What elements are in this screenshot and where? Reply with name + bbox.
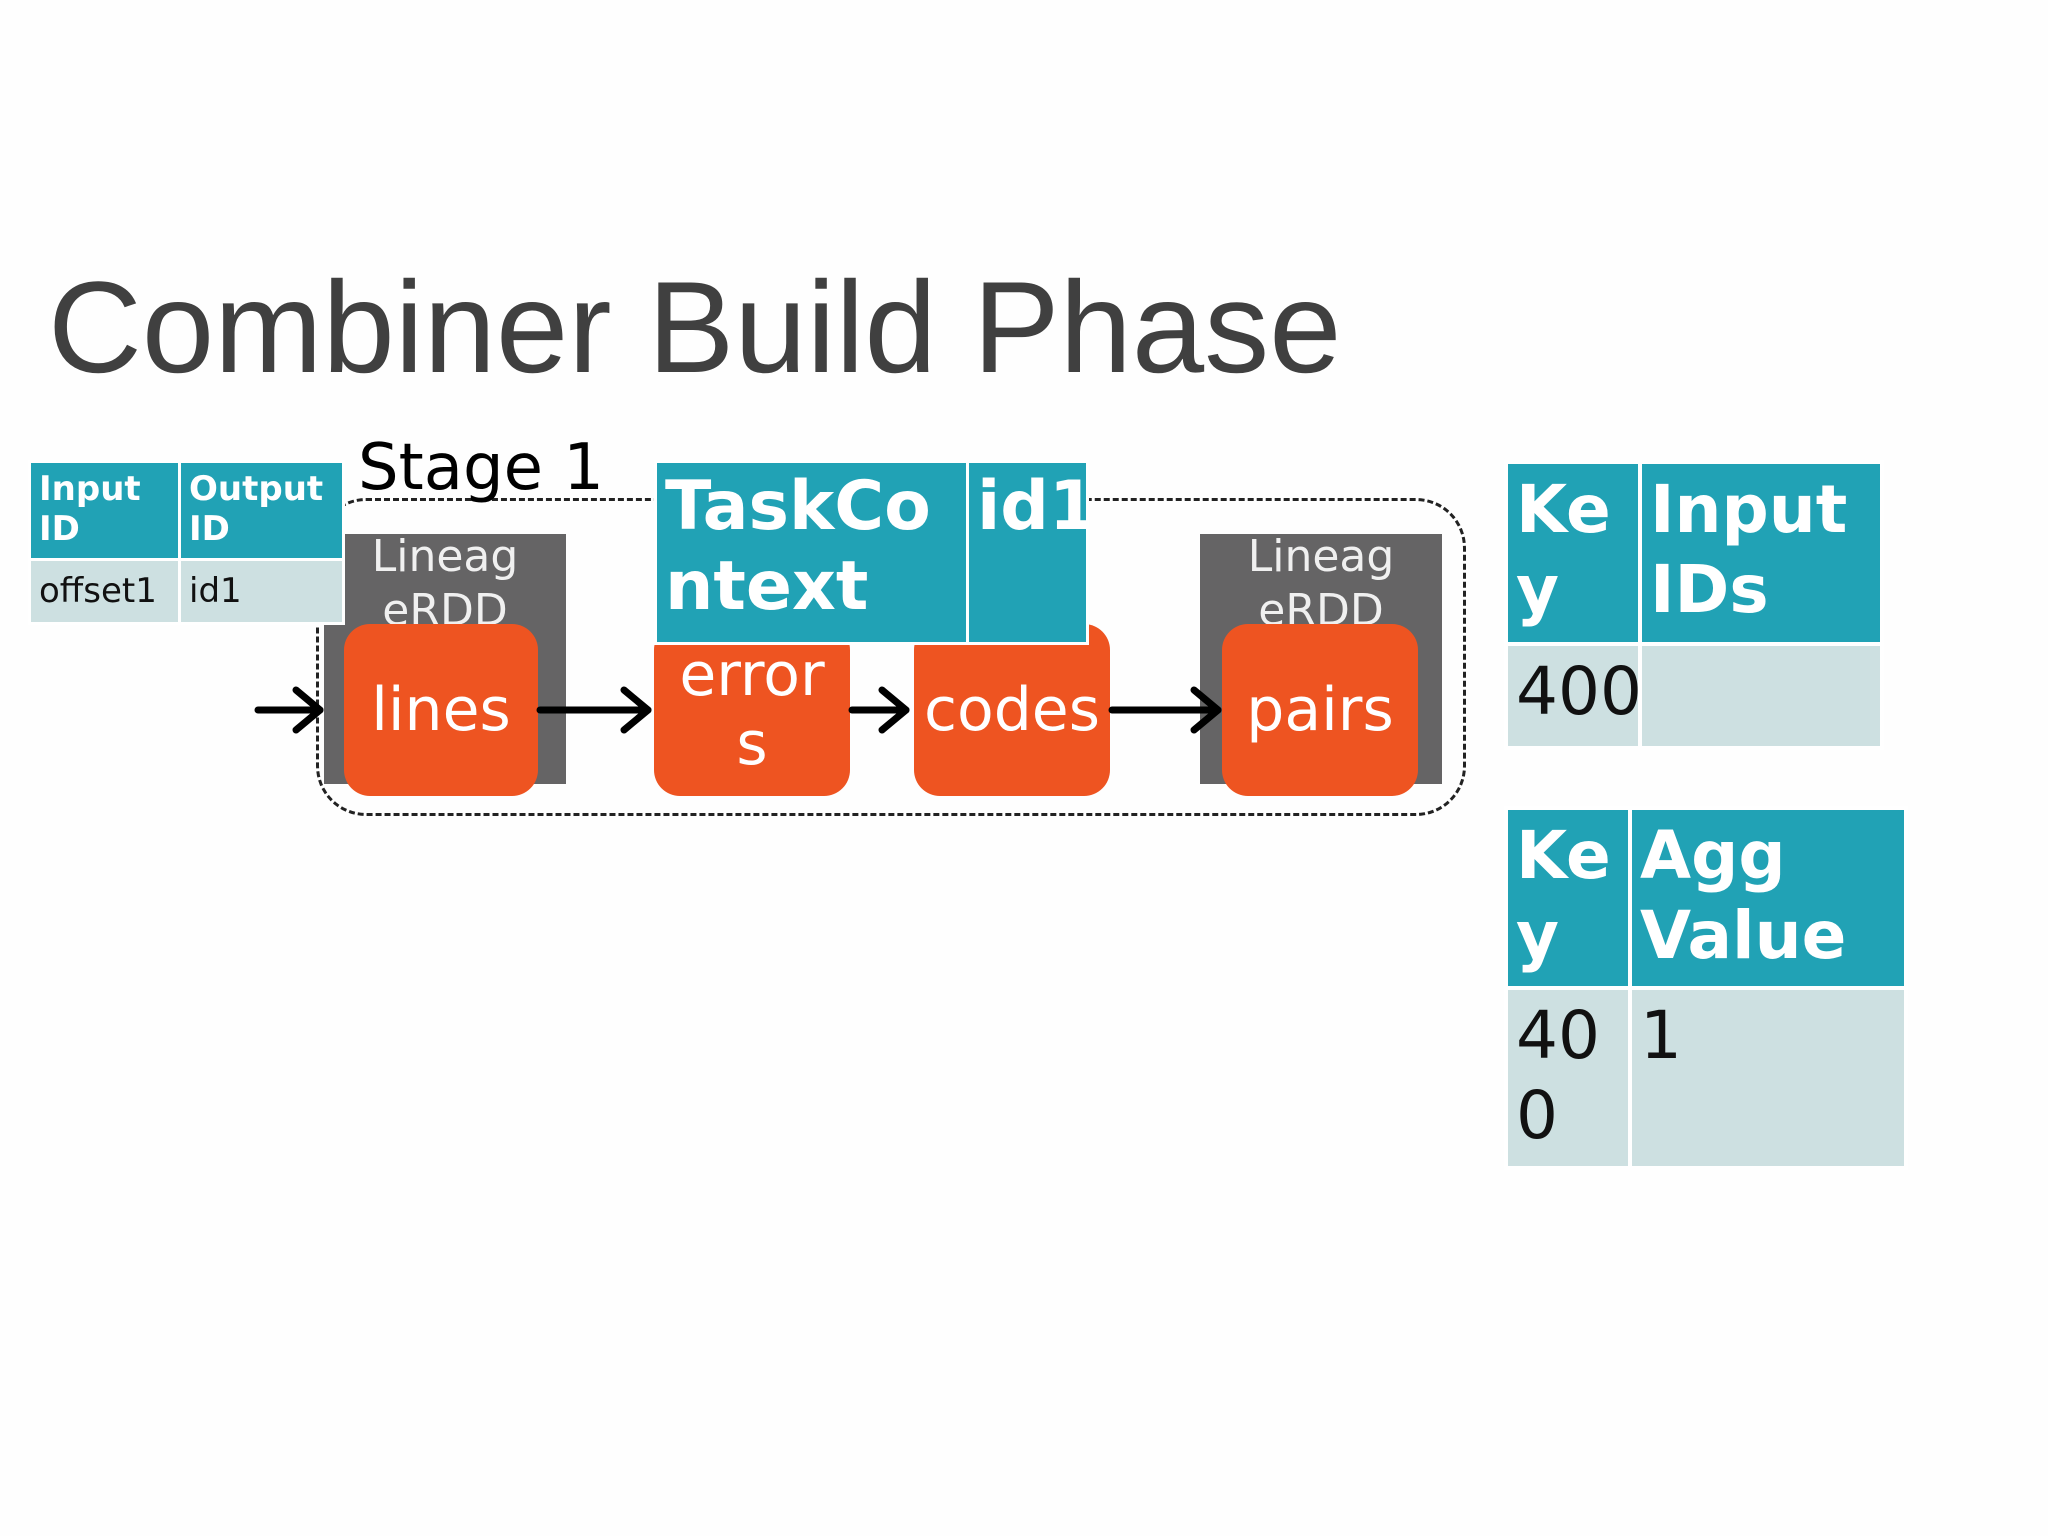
arrow-errors-to-codes bbox=[848, 686, 910, 734]
header-agg-value: Agg Value bbox=[1628, 806, 1908, 990]
cell-output-id: id1 bbox=[178, 558, 345, 625]
cell-input-id: offset1 bbox=[28, 558, 181, 625]
table-header-row: Key Input IDs bbox=[1504, 460, 1884, 646]
table-row: 400 bbox=[1504, 642, 1884, 750]
arrow-input bbox=[254, 686, 324, 734]
table-header-row: Input ID Output ID bbox=[28, 460, 345, 561]
header-input-id: Input ID bbox=[28, 460, 181, 561]
arrow-codes-to-pairs bbox=[1108, 686, 1222, 734]
rdd-pairs-label: pairs bbox=[1246, 674, 1394, 745]
key-agg-value-table: Key Agg Value 400 1 bbox=[1504, 806, 1908, 1170]
arrow-lines-to-errors bbox=[536, 686, 652, 734]
header-key: Key bbox=[1504, 806, 1632, 990]
rdd-errors: errors bbox=[654, 624, 850, 796]
rdd-codes: codes bbox=[914, 624, 1110, 796]
cell-key: 400 bbox=[1504, 642, 1642, 750]
table-header-row: TaskContext id1 bbox=[654, 460, 1089, 645]
table-header-row: Key Agg Value bbox=[1504, 806, 1908, 990]
rdd-lines: lines bbox=[344, 624, 538, 796]
header-input-ids: Input IDs bbox=[1638, 460, 1884, 646]
stage-label: Stage 1 bbox=[358, 431, 604, 505]
rdd-lines-label: lines bbox=[371, 674, 511, 745]
task-context-table: TaskContext id1 bbox=[654, 460, 1089, 645]
header-key: Key bbox=[1504, 460, 1642, 646]
key-input-ids-table: Key Input IDs 400 bbox=[1504, 460, 1884, 750]
cell-input-ids bbox=[1638, 642, 1884, 750]
page-title: Combiner Build Phase bbox=[48, 254, 1342, 400]
cell-agg-value: 1 bbox=[1628, 986, 1908, 1170]
cell-key: 400 bbox=[1504, 986, 1632, 1170]
input-output-table: Input ID Output ID offset1 id1 bbox=[28, 460, 345, 625]
rdd-pairs: pairs bbox=[1222, 624, 1418, 796]
rdd-errors-label: errors bbox=[679, 640, 825, 779]
rdd-codes-label: codes bbox=[924, 674, 1100, 745]
task-context-label: TaskContext bbox=[654, 460, 969, 645]
header-output-id: Output ID bbox=[178, 460, 345, 561]
table-row: offset1 id1 bbox=[28, 558, 345, 625]
task-context-value: id1 bbox=[966, 460, 1089, 645]
table-row: 400 1 bbox=[1504, 986, 1908, 1170]
